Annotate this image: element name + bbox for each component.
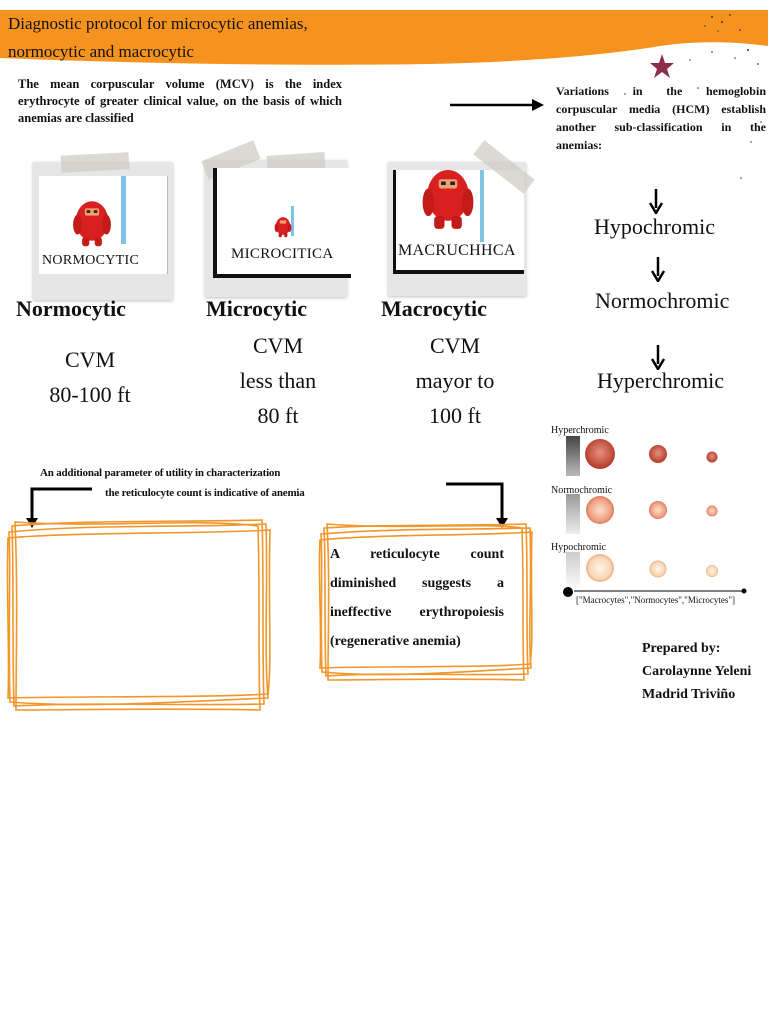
photo-frame-microcytic: MICROCITICA — [201, 140, 351, 297]
frame-caption: MICROCITICA — [231, 246, 334, 262]
right-arrow-icon — [450, 99, 544, 111]
hcm-variations-text: Variations in the hemoglobin corpuscular… — [556, 84, 766, 152]
type-heading-macrocytic: Macrocytic — [381, 296, 487, 321]
cvm-line: CVM — [429, 333, 481, 358]
scale-row-label: Normochromic — [551, 485, 613, 496]
red-blood-cell-character-icon — [422, 170, 474, 229]
cell-hyper-normo — [649, 445, 667, 463]
red-blood-cell-character-icon — [274, 217, 292, 238]
photo-area: NORMOCYTIC — [39, 176, 168, 274]
cvm-normocytic: CVM 80-100 ft — [30, 342, 150, 412]
sketch-box-right — [318, 523, 533, 681]
elbow-arrow-icon — [446, 482, 508, 528]
cell-hypo-macro — [586, 554, 614, 582]
type-heading-normocytic: Normocytic — [16, 296, 126, 321]
prepared-by-block: Prepared by: Carolaynne Yeleni Madrid Tr… — [642, 637, 751, 706]
down-arrow-icon — [650, 257, 666, 282]
mcv-intro-text: The mean corpuscular volume (MCV) is the… — [18, 77, 342, 125]
author-name-line-2: Madrid Triviño — [642, 687, 736, 702]
param-text-line-2: the reticulocyte count is indicative of … — [105, 487, 305, 499]
photo-area: MACRUCHHCA — [393, 170, 524, 274]
cvm-macrocytic: CVM mayor to 100 ft — [395, 328, 515, 433]
title-line-1: Diagnostic protocol for microcytic anemi… — [8, 14, 308, 33]
param-text-line-1: An additional parameter of utility in ch… — [40, 467, 281, 479]
cell-hyper-macro — [585, 439, 615, 469]
tape-strip — [60, 152, 130, 173]
cvm-microcytic: CVM less than 80 ft — [218, 328, 338, 433]
photo-frame-macrocytic: MACRUCHHCA — [388, 140, 535, 296]
cell-hypo-normo — [649, 560, 667, 578]
cvm-line: 80-100 ft — [49, 382, 131, 407]
down-arrow-icon — [648, 189, 664, 214]
cell-hyper-micro — [706, 451, 718, 463]
scale-x-label: ["Macrocytes","Normocytes","Microcytes"] — [576, 595, 735, 605]
author-name-line-1: Carolaynne Yeleni — [642, 664, 752, 679]
chromia-hypochromic: Hypochromic — [594, 214, 715, 239]
cell-normo-normo — [649, 501, 667, 519]
cvm-line: CVM — [64, 347, 116, 372]
erythrocyte-grid — [563, 439, 747, 597]
sketch-box-left — [6, 519, 271, 711]
down-arrow-icon — [650, 345, 666, 370]
photo-frame-normocytic: NORMOCYTIC — [33, 152, 173, 300]
chromia-hyperchromic: Hyperchromic — [597, 368, 725, 393]
cell-normo-macro — [586, 496, 614, 524]
title-line-2: normocytic and macrocytic — [8, 42, 194, 61]
cell-hypo-micro — [706, 565, 718, 577]
star-icon — [650, 54, 674, 78]
chromia-normochromic: Normochromic — [595, 288, 730, 313]
reticulocyte-text: A reticulocyte count diminished suggests… — [330, 547, 504, 649]
decorative-dots — [624, 87, 762, 179]
cvm-line: CVM — [252, 333, 304, 358]
cell-scale-diagram: Hyperchromic Normochromic Hypochromic ["… — [548, 424, 754, 610]
photo-area: MICROCITICA — [213, 168, 351, 278]
red-blood-cell-character-icon — [73, 201, 111, 247]
type-heading-microcytic: Microcytic — [206, 296, 307, 321]
cvm-line: 100 ft — [429, 403, 481, 428]
scale-row-label: Hyperchromic — [551, 425, 609, 436]
scale-row-label: Hypochromic — [551, 542, 606, 553]
prepared-by-label: Prepared by: — [642, 641, 721, 656]
frame-caption: NORMOCYTIC — [42, 253, 140, 268]
cvm-line: less than — [239, 368, 317, 393]
cvm-line: 80 ft — [257, 403, 299, 428]
cell-normo-micro — [706, 505, 718, 517]
cvm-line: mayor to — [415, 368, 495, 393]
header-band — [0, 0, 768, 80]
frame-caption: MACRUCHHCA — [398, 242, 516, 259]
